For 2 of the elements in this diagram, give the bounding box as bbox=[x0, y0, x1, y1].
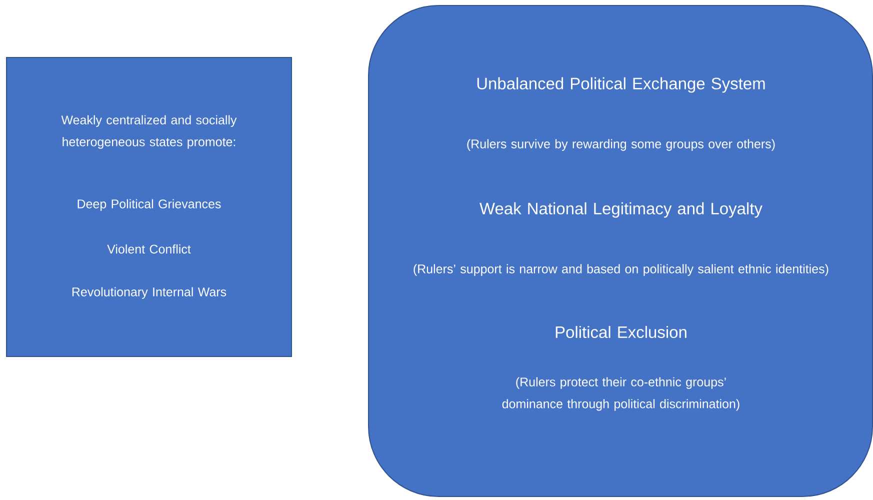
text-box: Weakly centralized and socially heterogeneous states promote: Deep Political Grievances Violent Conflict Revolutionary Internal Wars bbox=[6, 57, 292, 357]
rounded-panel: Unbalanced Political Exchange System (Rulers survive by rewarding some groups over others) Weak National Legitimacy and Loyalty (Rulers’ support is narrow and based on politically salient ethnic identities) Political Exclusion (Rulers protect their co-ethnic groups’ dominance through political discrimination) bbox=[368, 5, 873, 497]
